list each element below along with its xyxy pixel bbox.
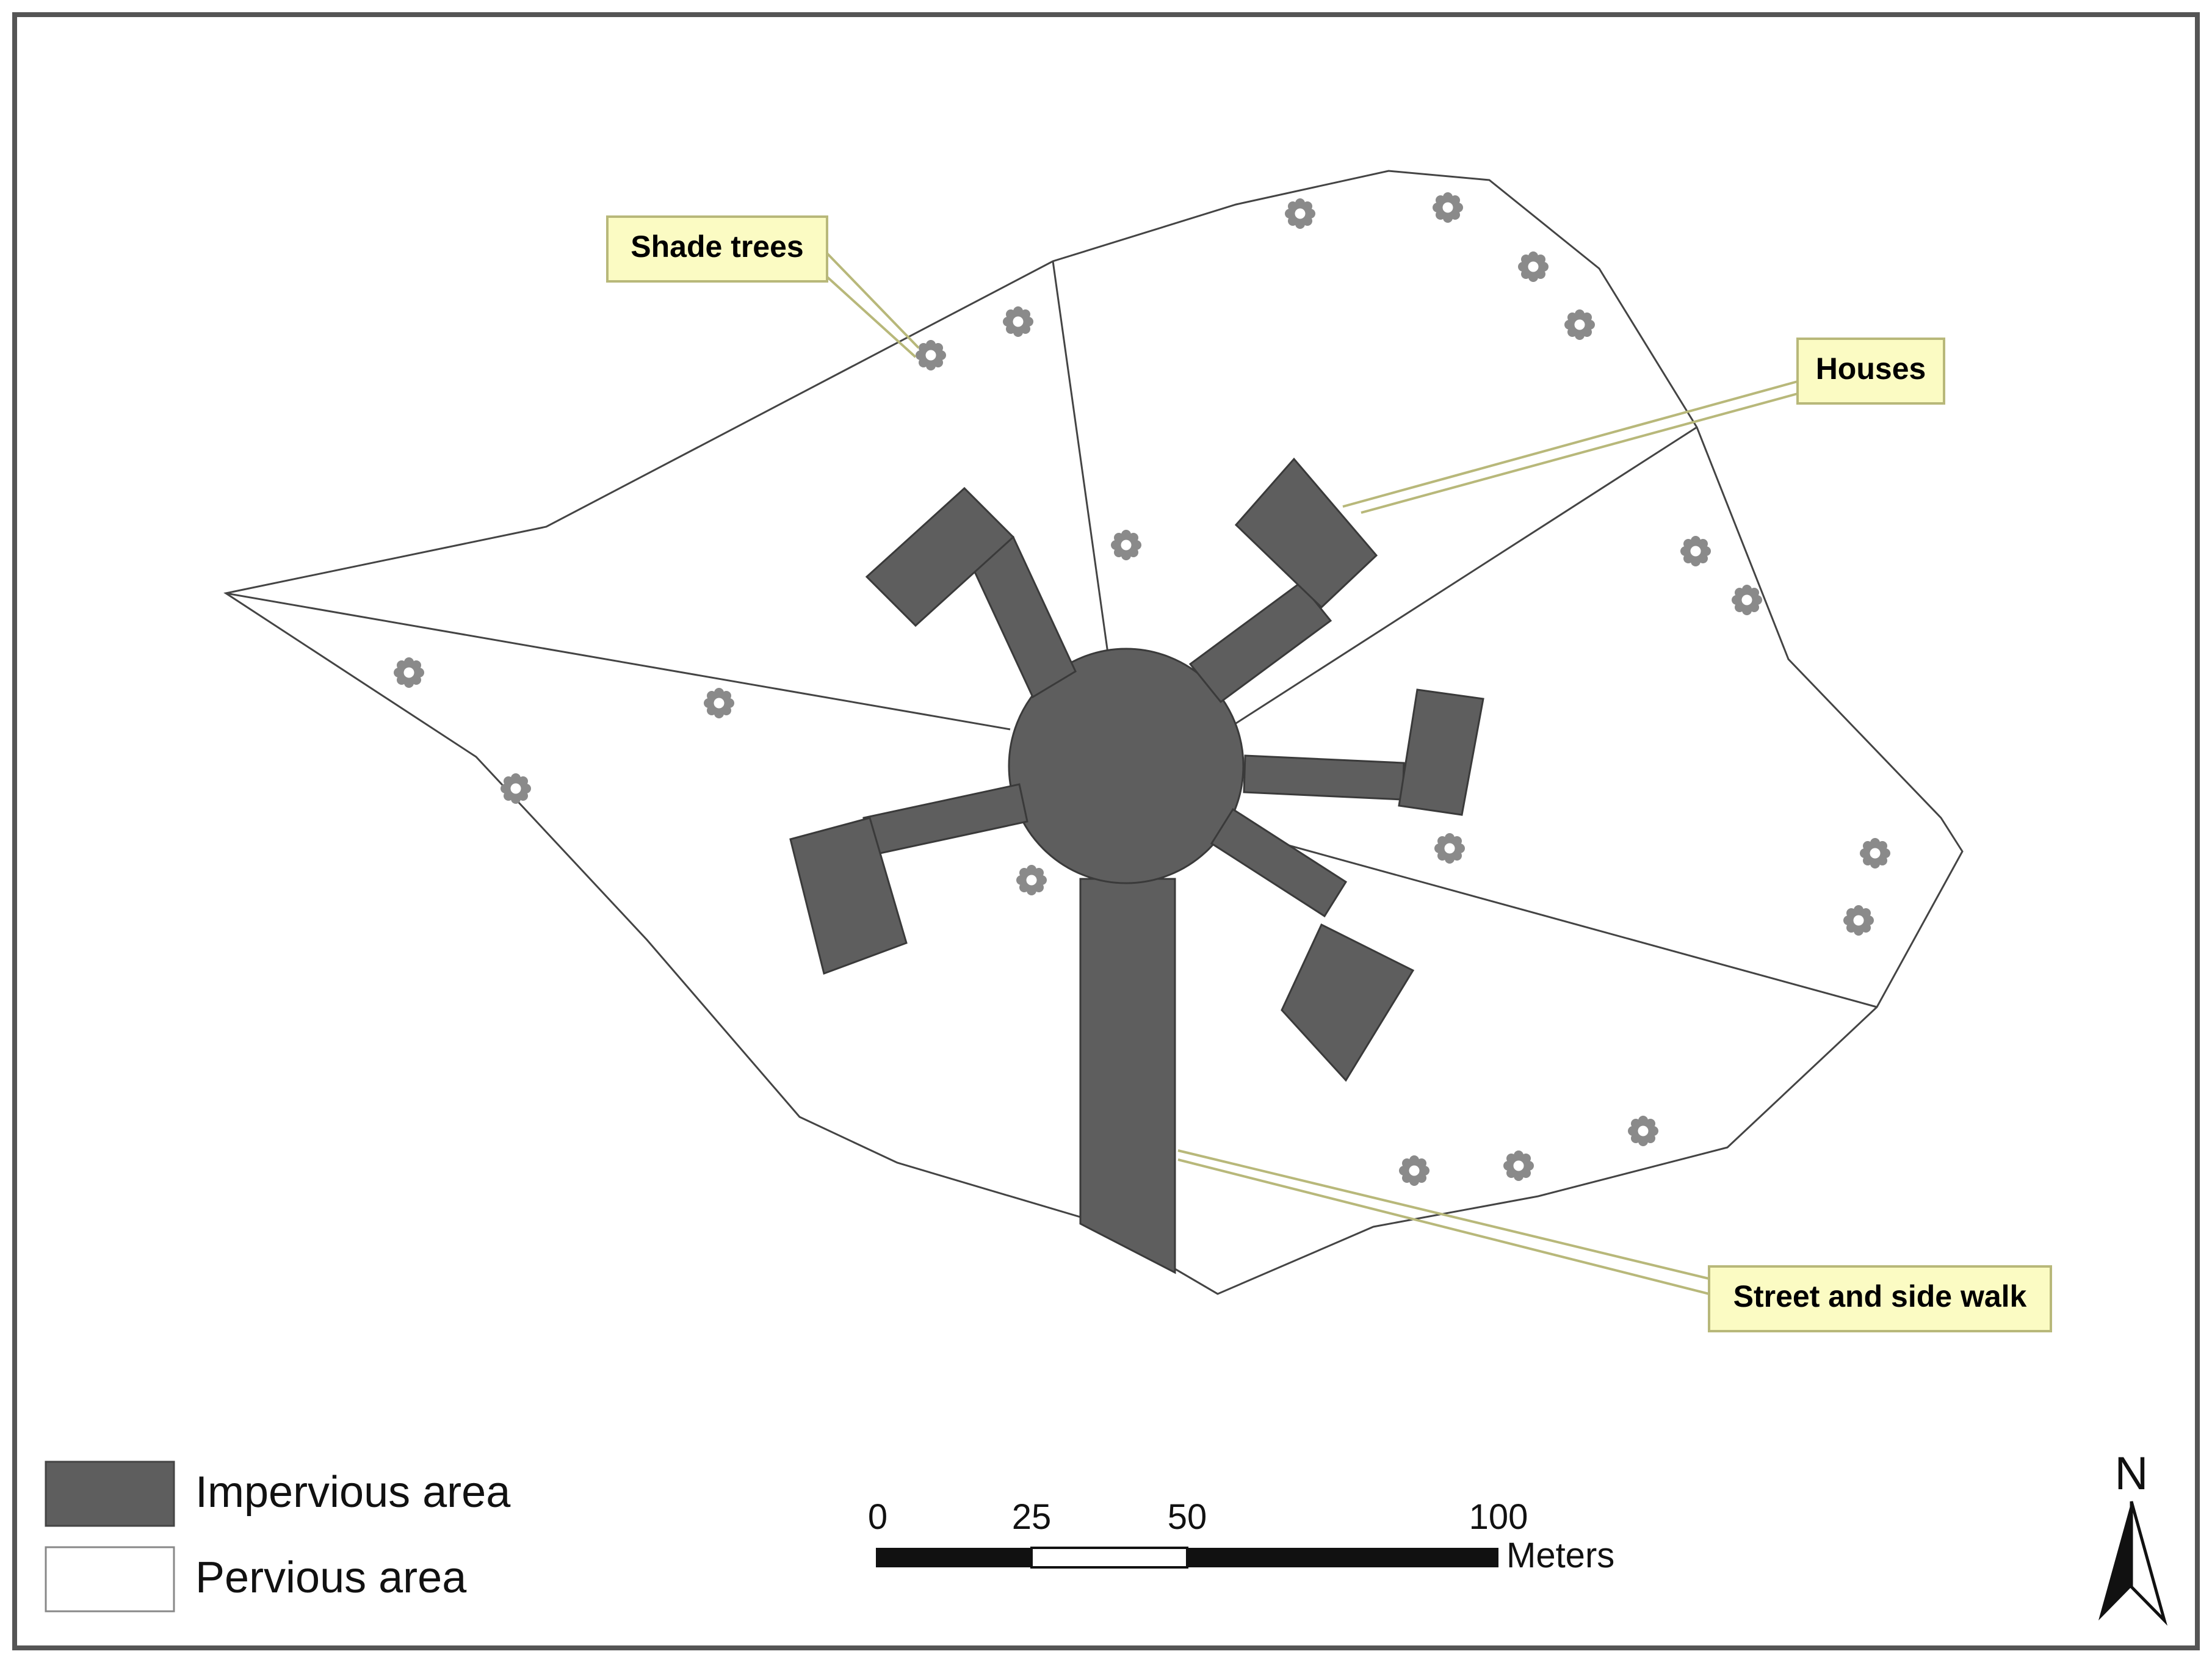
callout-box <box>1796 338 1945 405</box>
legend: Impervious area Pervious area <box>45 1461 511 1613</box>
tree-icon <box>1003 306 1033 337</box>
scale-unit: Meters <box>1506 1536 1614 1575</box>
tree-icon <box>1285 198 1315 229</box>
house <box>789 817 908 975</box>
street-segment <box>1079 878 1176 1274</box>
house <box>865 486 1015 627</box>
tree-icon <box>1680 536 1711 566</box>
tree-icon <box>1111 530 1141 560</box>
tree-icon <box>1518 251 1549 282</box>
house <box>1398 688 1484 816</box>
tree-icon <box>1860 838 1890 869</box>
scale-tick-50: 50 <box>1168 1497 1207 1537</box>
scale-segment <box>876 1548 1032 1567</box>
shade-trees-callout: Shade trees <box>606 215 828 283</box>
tree-icon <box>1732 585 1762 615</box>
shade-trees-leader <box>826 252 920 349</box>
house <box>1234 457 1378 609</box>
house <box>1281 923 1415 1082</box>
scale-bar: 0 25 50 100 Meters <box>868 1497 1614 1575</box>
tree-icon <box>501 773 531 804</box>
tree-icon <box>1843 905 1874 936</box>
tree-icon <box>1564 309 1595 340</box>
street-leader <box>1177 1149 1710 1280</box>
houses-callout: Houses <box>1796 338 1945 405</box>
legend-swatch-impervious <box>45 1461 175 1527</box>
legend-swatch-pervious <box>45 1546 175 1613</box>
scale-tick-25: 25 <box>1012 1497 1052 1537</box>
callout-box <box>606 215 828 283</box>
north-arrow: N <box>2098 1448 2167 1626</box>
tree-icon <box>916 340 946 370</box>
scale-segment <box>1030 1547 1188 1569</box>
houses-leader <box>1342 380 1798 508</box>
callout-label-street: Street and side walk <box>1733 1279 2027 1313</box>
tree-icon <box>1433 192 1463 223</box>
scale-tick-100: 100 <box>1469 1497 1528 1537</box>
parcel-line <box>225 592 1011 731</box>
tree-icon <box>394 657 424 688</box>
parcel-lines <box>225 261 1878 1295</box>
tree-icon <box>1503 1150 1534 1181</box>
callout-label-shade-trees: Shade trees <box>631 229 803 264</box>
cul-de-sac <box>1008 648 1245 884</box>
impervious-features <box>789 457 1484 1274</box>
north-label: N <box>2115 1448 2149 1500</box>
parcel-line <box>1052 261 1109 654</box>
callout-leaders <box>817 252 1798 1295</box>
north-arrow-icon <box>2098 1501 2131 1620</box>
tree-icon <box>1628 1116 1658 1146</box>
driveway <box>1243 754 1405 801</box>
shade-trees <box>394 192 1890 1186</box>
tree-icon <box>1016 865 1047 895</box>
scale-segment <box>1187 1548 1498 1567</box>
driveway <box>1188 581 1332 704</box>
callout-label-houses: Houses <box>1816 352 1926 386</box>
houses-leader <box>1361 392 1798 514</box>
scale-tick-0: 0 <box>868 1497 887 1537</box>
tree-icon <box>1434 833 1465 864</box>
driveway <box>1210 807 1348 918</box>
legend-label-impervious: Impervious area <box>195 1468 511 1517</box>
tree-icon <box>1399 1155 1429 1186</box>
north-arrow-icon-outline <box>2130 1501 2167 1626</box>
parcel-line <box>1232 829 1878 1008</box>
legend-label-pervious: Pervious area <box>195 1553 467 1602</box>
street-leader <box>1177 1158 1710 1295</box>
tree-icon <box>704 688 734 718</box>
street-callout: Street and side walk <box>1708 1265 2052 1332</box>
parcel-line <box>1235 426 1697 724</box>
callout-box <box>1708 1265 2052 1332</box>
shade-trees-leader <box>817 267 917 358</box>
